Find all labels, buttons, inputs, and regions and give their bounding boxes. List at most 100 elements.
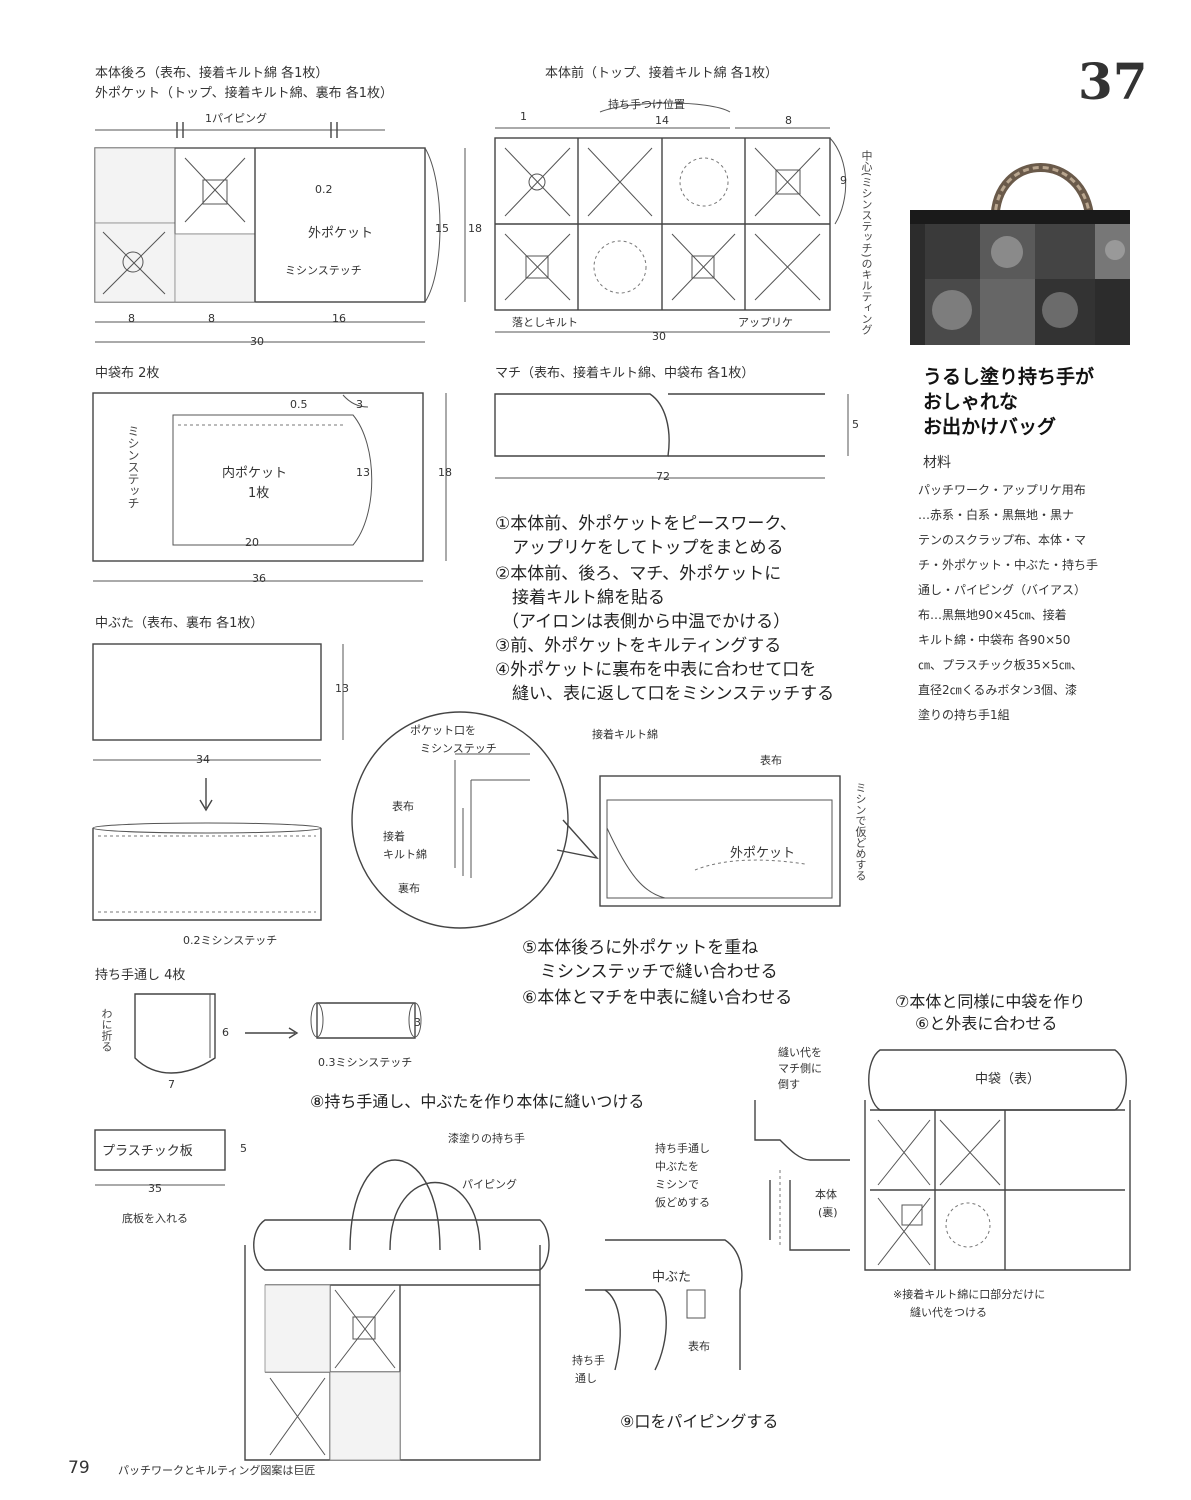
- footer-page-number: 79: [68, 1458, 90, 1478]
- front-side-note: 中心(ミシンステッチ)のキルティング: [860, 150, 873, 335]
- front-reverse-label: 落としキルト: [512, 316, 578, 329]
- seam-detail: [754, 1100, 850, 1251]
- inner-side-label: ミシンステッチ: [126, 425, 140, 509]
- step-5b: ミシンステッチで縫い合わせる: [540, 962, 778, 982]
- zoom-label-5: キルト綿: [383, 848, 427, 861]
- zoom-front-label: 表布: [760, 754, 782, 767]
- plastic-dim-35: 35: [148, 1182, 162, 1195]
- page-badge: 37: [1078, 52, 1148, 111]
- step-8: ⑧持ち手通し、中ぶたを作り本体に縫いつける: [310, 1092, 645, 1111]
- front-dim-8: 8: [785, 114, 792, 127]
- loop-label-4: 仮どめする: [655, 1196, 710, 1209]
- sidebar-title-1: うるし塗り持ち手が: [923, 366, 1095, 388]
- back-dim-16: 16: [332, 312, 346, 325]
- step-7a: ⑦本体と同様に中袋を作り: [895, 992, 1086, 1011]
- back-dim-30: 30: [250, 335, 264, 348]
- inner-pocket-label: 内ポケット: [222, 466, 288, 481]
- back-body-title-2: 外ポケット（トップ、接着キルト綿、裏布 各1枚）: [95, 86, 394, 101]
- inner-dim-05: 0.5: [290, 398, 308, 411]
- front-cloth-label: 表布: [688, 1340, 710, 1353]
- zoom-label-1: ポケット口を: [410, 724, 476, 737]
- seam-label-3: 倒す: [778, 1078, 800, 1091]
- gusset-dim-72: 72: [656, 470, 670, 483]
- front-dim-14: 14: [655, 114, 669, 127]
- materials-line: ㎝、プラスチック板35×5㎝、: [918, 658, 1083, 672]
- back-body-title-1: 本体後ろ（表布、接着キルト綿 各1枚）: [95, 66, 329, 81]
- zoom-side-label: ミシンで仮どめする: [854, 782, 867, 881]
- inner-dim-3: 3: [356, 398, 363, 411]
- handle-stitch-label: 0.3ミシンステッチ: [318, 1056, 413, 1069]
- zoom-label-3: 表布: [392, 800, 414, 813]
- front-dim-30: 30: [652, 330, 666, 343]
- materials-line: 塗りの持ち手1組: [918, 708, 1010, 722]
- back-dim-8b: 8: [208, 312, 215, 325]
- materials-line: キルト綿・中袋布 各90×50: [918, 633, 1071, 647]
- plastic-board-diagram: [94, 1129, 226, 1186]
- back-point-label: 0.2: [315, 183, 333, 196]
- plastic-dim-5: 5: [240, 1142, 247, 1155]
- gusset-diagram: [494, 393, 849, 479]
- back-dim-18: 18: [468, 222, 482, 235]
- inner-bag-title: 中袋布 2枚: [95, 366, 160, 381]
- inner-assembly-diagram: [864, 1049, 1131, 1271]
- handle-dim-7: 7: [168, 1078, 175, 1091]
- step-2a: ②本体前、後ろ、マチ、外ポケットに: [495, 564, 782, 584]
- materials-line: 直径2㎝くるみボタン3個、漆: [918, 683, 1078, 697]
- detail-zoom: [351, 711, 841, 929]
- back-dim-15: 15: [435, 222, 449, 235]
- zoom-label-6: 裏布: [398, 882, 420, 895]
- front-body-title: 本体前（トップ、接着キルト綿 各1枚）: [545, 66, 779, 81]
- step-1a: ①本体前、外ポケットをピースワーク、: [495, 514, 797, 534]
- step-4a: ④外ポケットに裏布を中表に合わせて口を: [495, 660, 817, 680]
- step-2c: （アイロンは表側から中温でかける）: [502, 612, 791, 632]
- materials-line: パッチワーク・アップリケ用布: [918, 483, 1086, 497]
- lid-dim-34: 34: [196, 753, 210, 766]
- lid-label: 中ぶた: [652, 1270, 692, 1285]
- handle-label: 漆塗りの持ち手: [448, 1132, 525, 1145]
- inner-dim-36: 36: [252, 572, 266, 585]
- handle-dim-6: 6: [222, 1026, 229, 1039]
- seam-label-2: マチ側に: [778, 1062, 822, 1075]
- loop-label-2: 中ぶたを: [655, 1160, 699, 1173]
- inner-bag-face-label: 中袋（表）: [975, 1072, 1041, 1087]
- gusset-title: マチ（表布、接着キルト綿、中袋布 各1枚）: [495, 366, 755, 381]
- materials-label: 材料: [923, 455, 951, 471]
- lid-diagram: [92, 643, 344, 921]
- loop-label-5: 持ち手: [572, 1354, 605, 1367]
- inner-dim-13: 13: [356, 466, 370, 479]
- zoom-label-2: ミシンステッチ: [420, 742, 497, 755]
- back-stitch-label: ミシンステッチ: [285, 264, 362, 277]
- zoom-top-label: 接着キルト綿: [592, 728, 658, 741]
- handle-dim-3: 3: [414, 1016, 421, 1029]
- assembly-footnote-1: ※接着キルト綿に口部分だけに: [893, 1288, 1046, 1301]
- bag-assembly-diagram: [244, 1159, 550, 1461]
- step-2b: 接着キルト綿を貼る: [512, 588, 665, 608]
- materials-line: …赤系・白系・黒無地・黒ナ: [918, 508, 1075, 522]
- front-body-diagram: [494, 102, 847, 333]
- inner-pocket-count: 1枚: [248, 486, 270, 501]
- piping-label: パイピング: [462, 1178, 517, 1191]
- materials-line: テンのスクラップ布、本体・マ: [918, 533, 1087, 547]
- sidebar-title-3: お出かけバッグ: [923, 416, 1057, 438]
- bag-photo: [910, 140, 1130, 345]
- inner-dim-18: 18: [438, 466, 452, 479]
- inner-dim-20: 20: [245, 536, 259, 549]
- step-4b: 縫い、表に返して口をミシンステッチする: [512, 684, 835, 704]
- footer-text: パッチワークとキルティング図案は巨匠: [118, 1464, 316, 1477]
- sidebar-title-2: おしゃれな: [923, 391, 1019, 413]
- lid-stitch-label: 0.2ミシンステッチ: [183, 934, 278, 947]
- materials-line: 布…黒無地90×45㎝、接着: [918, 608, 1067, 622]
- loop-label-3: ミシンで: [655, 1178, 699, 1191]
- loop-label-1: 持ち手通し: [655, 1142, 710, 1155]
- back-dim-8a: 8: [128, 312, 135, 325]
- body-label: 本体: [815, 1188, 837, 1201]
- step-3: ③前、外ポケットをキルティングする: [495, 636, 782, 656]
- front-applique-label: アップリケ: [738, 316, 793, 329]
- plastic-insert-label: 底板を入れる: [122, 1212, 188, 1225]
- step-7b: ⑥と外表に合わせる: [915, 1014, 1058, 1033]
- step-9: ⑨口をパイピングする: [620, 1412, 779, 1431]
- materials-list: パッチワーク・アップリケ用布 …赤系・白系・黒無地・黒ナ テンのスクラップ布、本…: [918, 478, 1133, 728]
- front-dim-9: 9: [840, 174, 847, 187]
- handle-loop-title: 持ち手通し 4枚: [95, 968, 186, 983]
- step-6: ⑥本体とマチを中表に縫い合わせる: [522, 988, 793, 1008]
